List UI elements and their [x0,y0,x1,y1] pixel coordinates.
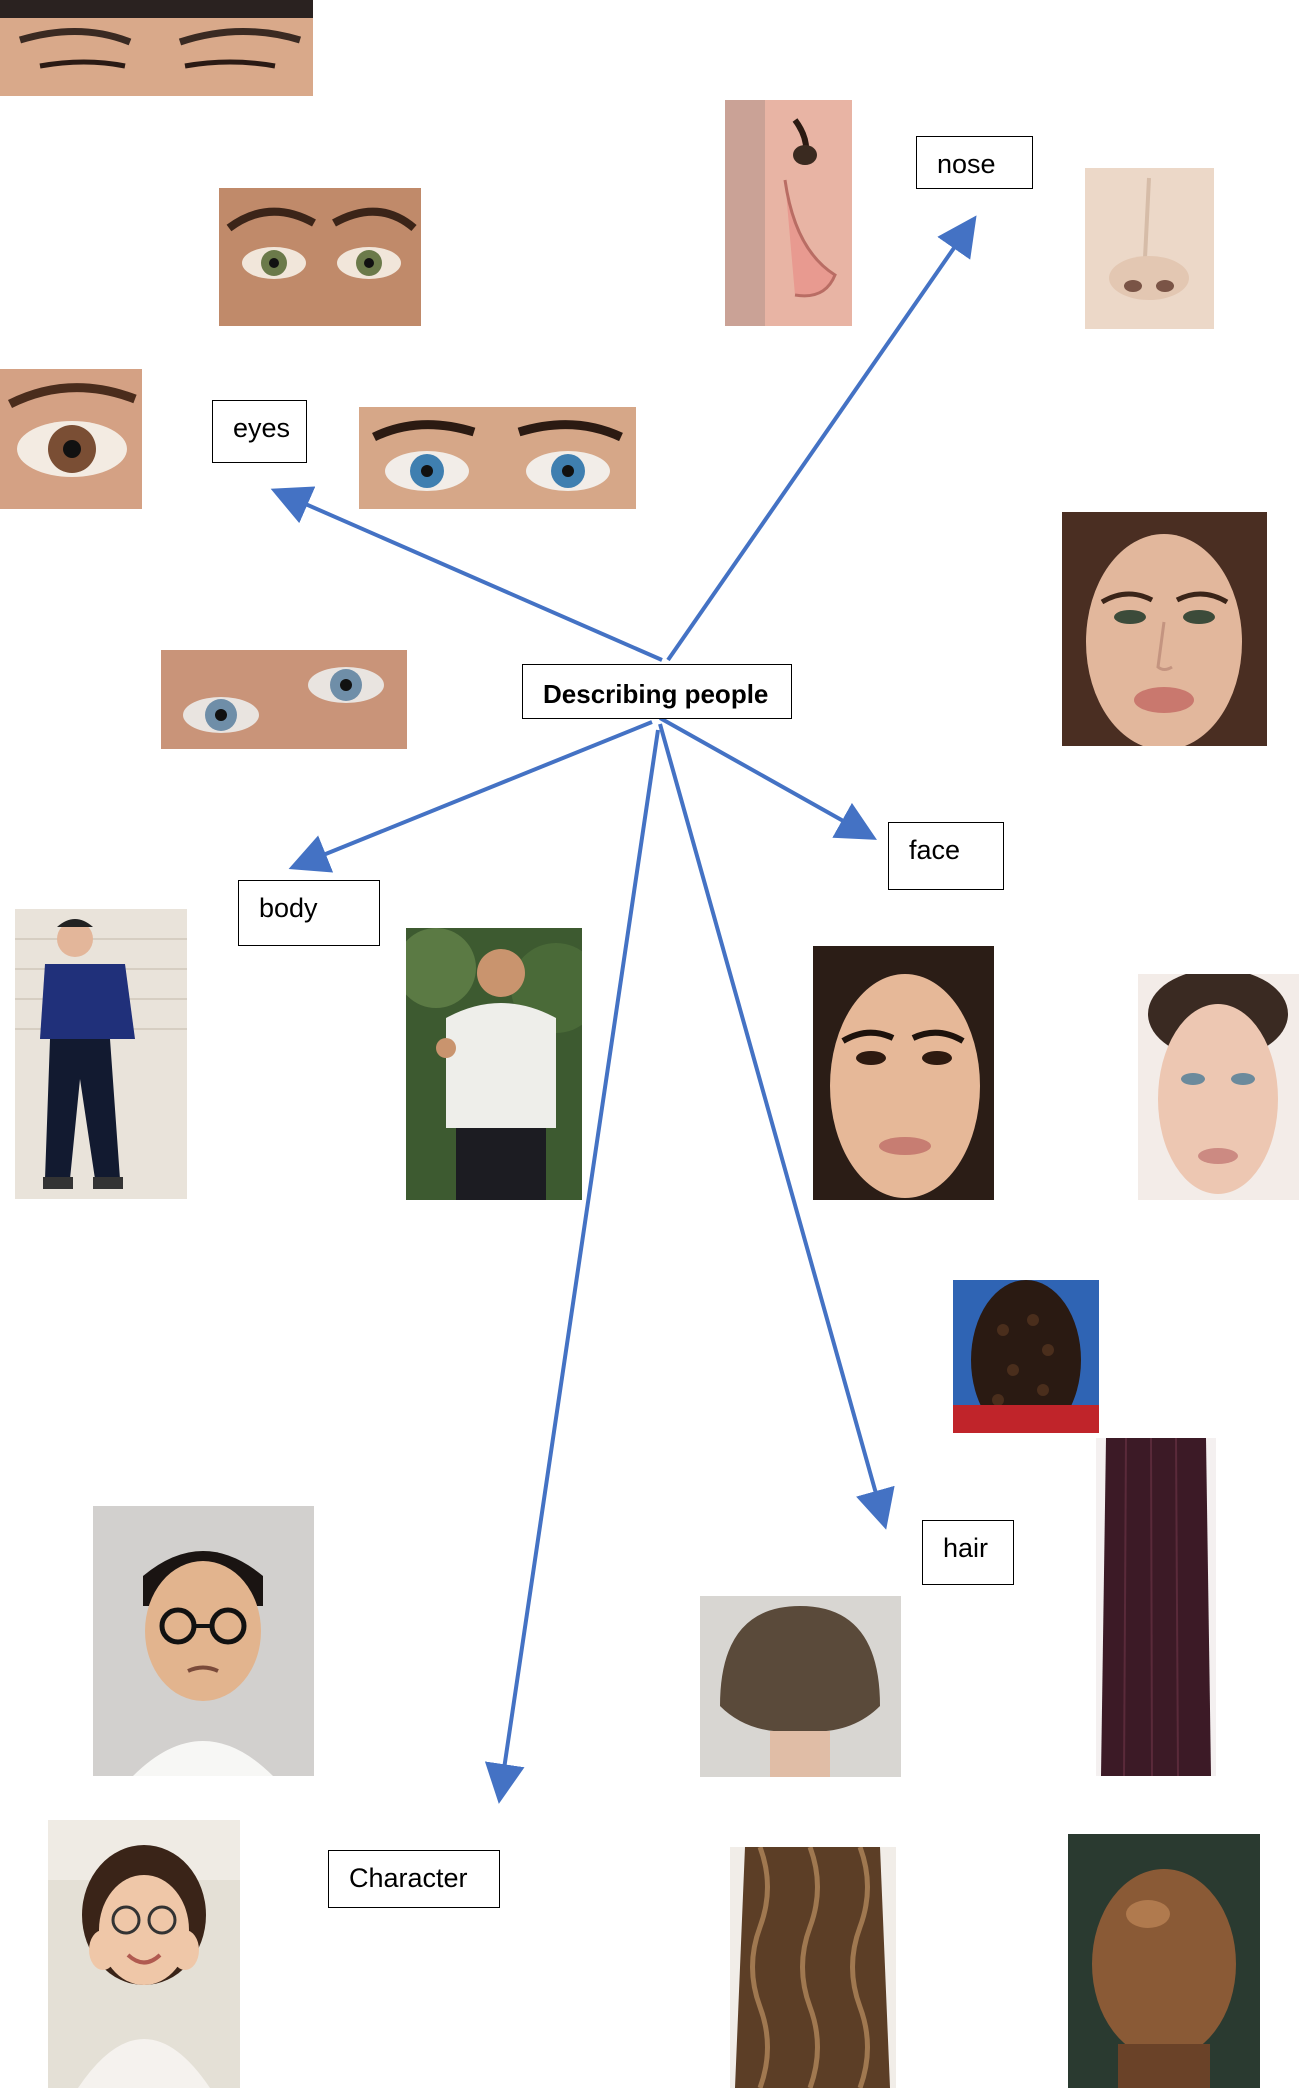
photo-eyes-blue [359,407,636,509]
photo-body-slim [15,909,187,1199]
node-nose-box: nose [916,136,1033,189]
node-body-label: body [259,893,318,923]
arrow-to-eyes [270,486,663,662]
arrow-to-nose [666,215,977,662]
photo-eyes-grey [161,650,407,749]
node-hair-box: hair [922,1520,1014,1585]
arrow-to-body [288,720,653,873]
photo-nose-profile [725,100,852,326]
node-face-label: face [909,835,961,865]
photo-eyes-narrow [0,0,313,96]
node-character-label: Character [349,1863,468,1893]
node-face-box: face [888,822,1004,890]
node-eyes-box: eyes [212,400,307,463]
photo-face-woman-2 [813,946,994,1200]
node-body-box: body [238,880,380,946]
photo-hair-long-straight [1096,1438,1216,1776]
photo-nose-front [1085,168,1214,329]
node-nose-label: nose [937,149,996,179]
central-topic-box: Describing people [522,664,792,719]
arrow-to-character [484,729,660,1804]
photo-character-smiling-woman [48,1820,240,2088]
photo-character-glasses-man [93,1506,314,1776]
photo-eyes-green [219,188,421,326]
photo-hair-bob [700,1596,901,1777]
node-hair-label: hair [943,1533,989,1563]
photo-face-woman-3 [1138,974,1299,1200]
photo-hair-wavy [730,1847,896,2088]
photo-face-woman-1 [1062,512,1267,746]
arrow-to-face [659,716,877,840]
node-eyes-label: eyes [233,413,291,443]
photo-eye-brown [0,369,142,509]
arrow-to-hair [658,723,895,1530]
node-character-box: Character [328,1850,500,1908]
photo-body-heavy [406,928,582,1200]
photo-hair-curly-back [953,1280,1099,1433]
photo-hair-bald [1068,1834,1260,2088]
central-topic-label: Describing people [543,679,769,709]
